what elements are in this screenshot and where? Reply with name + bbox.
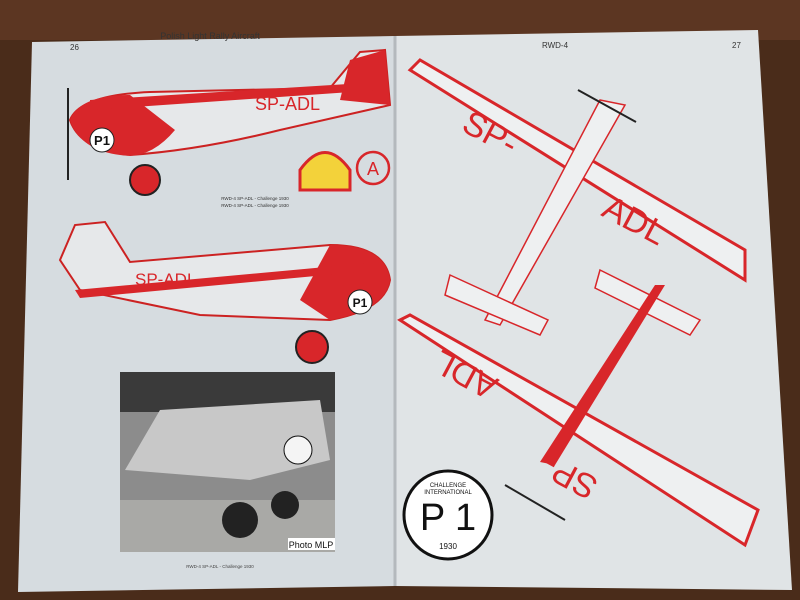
side-view-plane-top: P1 SP-ADL [67, 48, 392, 196]
side-view-plane-bottom: P1 SP-ADL [58, 220, 392, 364]
registration-top: SP-ADL [255, 94, 320, 114]
badge-top-text: CHALLENGE [430, 483, 466, 489]
challenge-1930-badge: CHALLENGE INTERNATIONAL P 1 1930 [402, 469, 494, 561]
caption-top-2: RWD-4 SP-ADL - Challenge 1930 [221, 203, 289, 208]
caption-top-1: RWD-4 SP-ADL - Challenge 1930 [221, 196, 289, 201]
right-page [395, 30, 792, 590]
aeroklub-emblem: A [355, 150, 391, 186]
right-running-head: RWD-4 [542, 41, 569, 50]
caption-bottom: RWD-4 SP-ADL - Challenge 1930 [186, 564, 254, 569]
historic-photo: Photo MLP [120, 372, 335, 552]
badge-middle-text: INTERNATIONAL [424, 490, 472, 496]
left-running-head: Polish Light Rally Aircraft [160, 31, 260, 41]
top-view-plane: SP- ADL [407, 58, 747, 336]
right-page-number: 27 [732, 41, 741, 50]
left-page-number: 26 [70, 43, 79, 52]
badge-year: 1930 [439, 542, 457, 551]
race-number-top: P1 [94, 133, 110, 148]
svg-text:A: A [367, 159, 379, 179]
race-number-bottom: P1 [353, 296, 368, 310]
badge-number: P 1 [420, 497, 476, 539]
photo-credit: Photo MLP [289, 540, 334, 550]
registration-bottom: SP-ADL [135, 270, 196, 289]
shell-logo [298, 151, 352, 192]
